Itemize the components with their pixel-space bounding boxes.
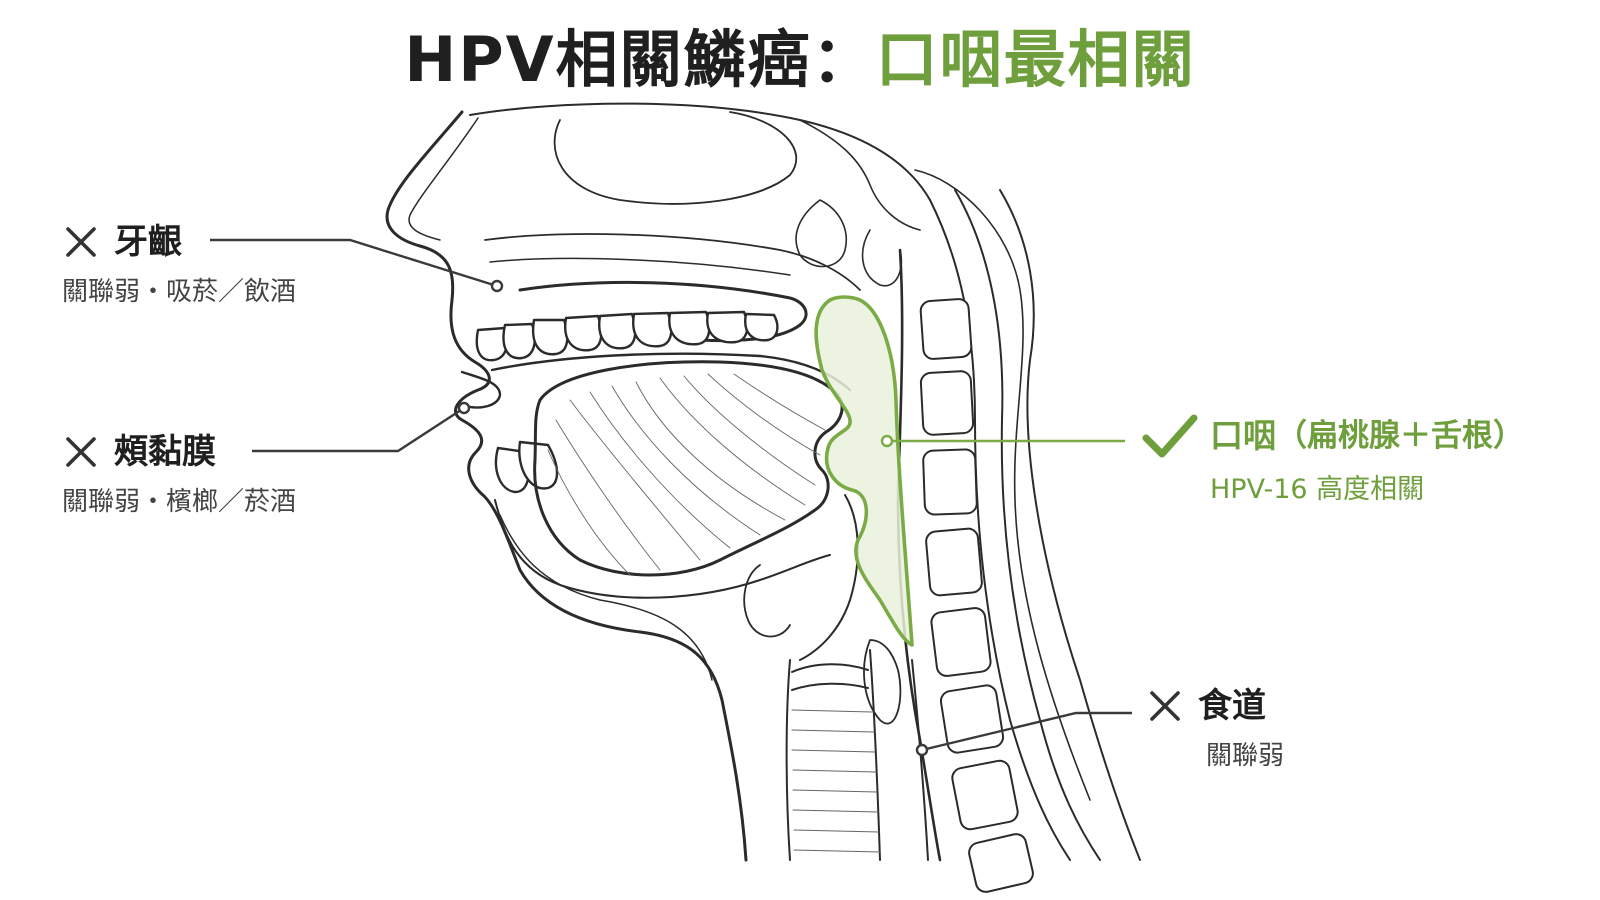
label-cheek-sub: 關聯弱・檳榔／菸酒 — [62, 487, 297, 517]
label-cheek-title: 頰黏膜 — [114, 432, 216, 472]
sinus-cavity — [553, 111, 797, 205]
spinal-canal — [929, 199, 1071, 861]
label-esophagus-sub: 關聯弱 — [1206, 741, 1285, 771]
dot-oropharynx — [880, 434, 894, 448]
title-main: HPV相關鱗癌： — [404, 23, 876, 96]
label-oropharynx-sub: HPV-16 高度相關 — [1210, 474, 1425, 505]
title-highlight: 口咽最相關 — [875, 23, 1196, 96]
label-esophagus-title: 食道 — [1198, 686, 1266, 726]
esophagus — [911, 659, 929, 861]
tongue — [533, 360, 844, 577]
label-cheek: 頰黏膜 關聯弱・檳榔／菸酒 — [62, 432, 296, 518]
face-inner-contour — [408, 117, 713, 681]
dot-cheek — [457, 401, 471, 415]
label-oropharynx: 口咽（扁桃腺＋舌根） HPV-16 高度相關 — [1140, 410, 1524, 506]
cross-icon — [1150, 691, 1180, 721]
neck-posterior-contour — [999, 189, 1141, 861]
cross-icon — [66, 227, 96, 257]
epiglottis — [799, 494, 859, 661]
lips — [460, 370, 502, 409]
page-title: HPV相關鱗癌：口咽最相關 — [0, 22, 1600, 98]
label-gum: 牙齦 關聯弱・吸菸／飲酒 — [62, 222, 296, 308]
face-profile — [385, 110, 748, 862]
label-oropharynx-detail: （扁桃腺＋舌根） — [1276, 418, 1524, 454]
oropharynx-highlight — [814, 295, 914, 647]
dot-esophagus — [915, 743, 929, 757]
lower-teeth — [494, 440, 559, 494]
leader-cheek — [252, 406, 465, 453]
cranial-outline — [469, 102, 931, 201]
label-oropharynx-title: 口咽 — [1210, 416, 1276, 455]
leader-gum — [210, 238, 498, 288]
cervical-vertebrae — [919, 298, 1034, 893]
upper-teeth — [475, 310, 779, 362]
nasal-cavity — [484, 233, 861, 291]
check-icon — [1142, 414, 1198, 458]
cross-icon — [66, 437, 96, 467]
label-esophagus: 食道 關聯弱 — [1146, 686, 1284, 772]
tongue-muscle-fibers — [547, 373, 826, 576]
label-gum-title: 牙齦 — [114, 222, 182, 262]
leader-esophagus — [921, 711, 1132, 752]
sphenoid — [799, 119, 921, 231]
mandible — [494, 499, 831, 599]
dot-gum — [490, 279, 504, 293]
label-gum-sub: 關聯弱・吸菸／飲酒 — [62, 277, 297, 307]
trachea — [785, 649, 881, 861]
